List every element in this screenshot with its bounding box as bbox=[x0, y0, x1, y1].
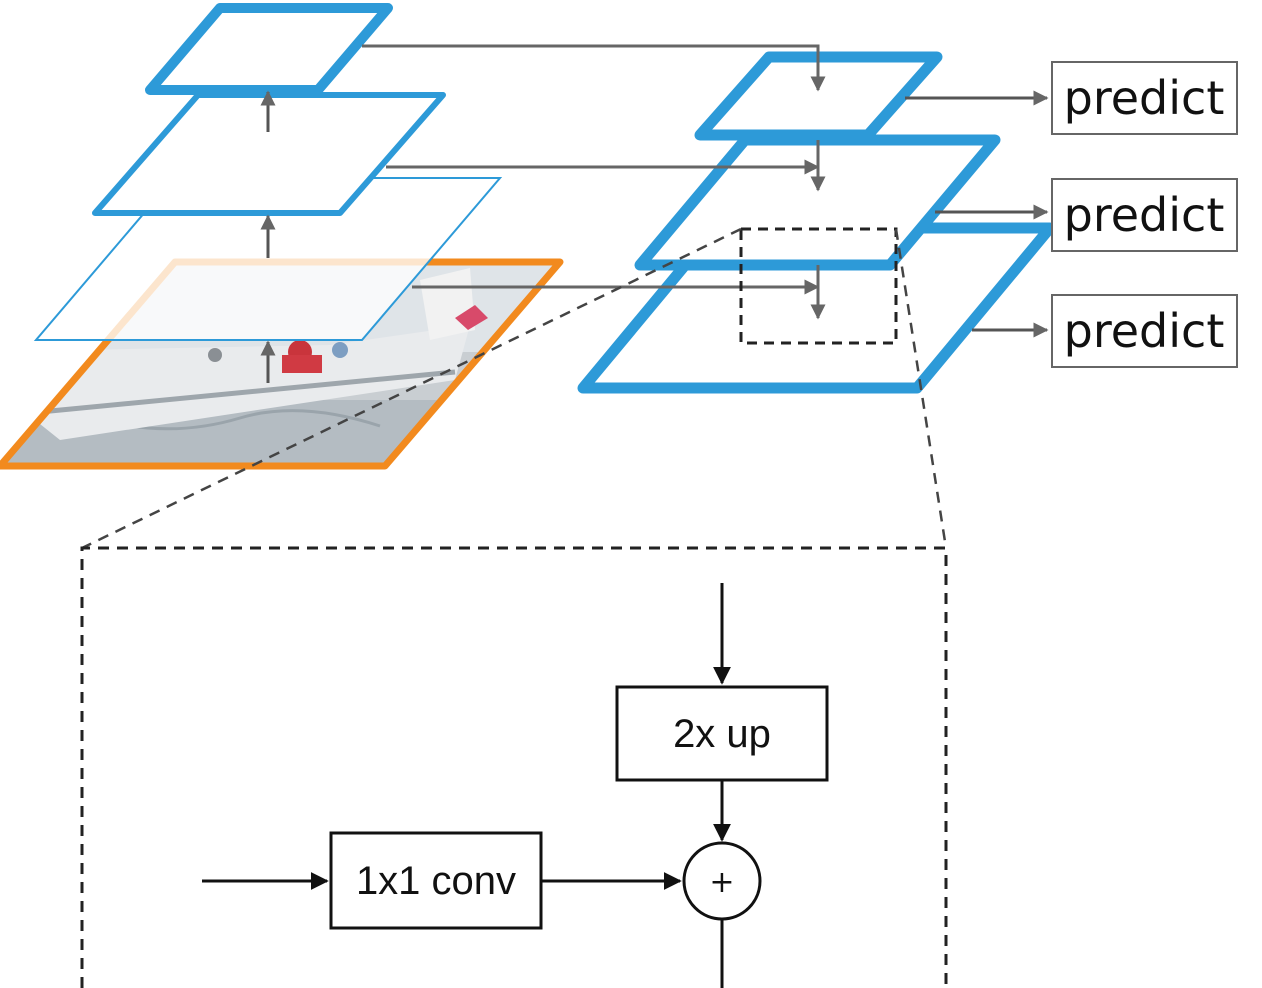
conv-box: 1x1 conv bbox=[329, 831, 543, 930]
plus-icon: + bbox=[682, 841, 762, 921]
predict-box-1: predict bbox=[1051, 61, 1238, 135]
top-down-level-1 bbox=[694, 51, 943, 141]
zoom-guide-left bbox=[81, 227, 742, 550]
upsample-box: 2x up bbox=[615, 685, 829, 782]
predict-label-3: predict bbox=[1064, 304, 1225, 358]
zoom-guide-right bbox=[894, 228, 948, 549]
conv-label: 1x1 conv bbox=[356, 859, 516, 903]
predict-label-1: predict bbox=[1064, 71, 1225, 125]
predict-box-2: predict bbox=[1051, 178, 1238, 252]
predict-box-3: predict bbox=[1051, 294, 1238, 368]
lateral-connection-top bbox=[362, 44, 826, 92]
upsample-label: 2x up bbox=[673, 712, 771, 756]
bottom-up-level-3 bbox=[145, 3, 393, 95]
top-down-level-2 bbox=[634, 134, 1001, 271]
zoom-region bbox=[739, 227, 898, 345]
bottom-up-level-2 bbox=[92, 92, 446, 216]
predict-label-2: predict bbox=[1064, 188, 1225, 242]
detail-frame bbox=[80, 546, 948, 988]
merge-symbol: + bbox=[709, 865, 734, 900]
bottom-up-level-1 bbox=[33, 177, 503, 341]
